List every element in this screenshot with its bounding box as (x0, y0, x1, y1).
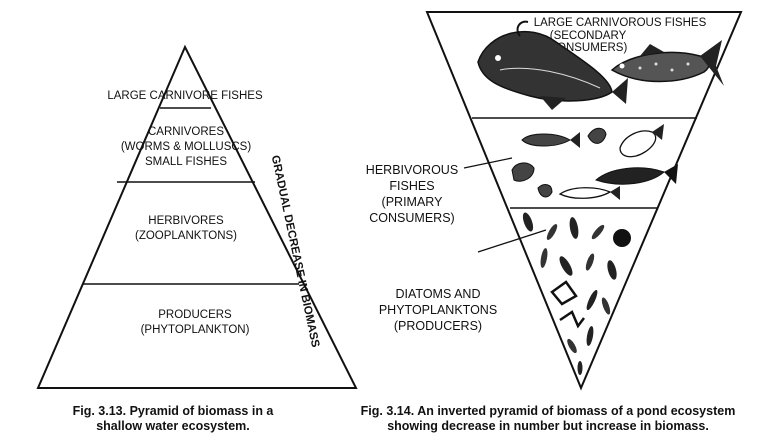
mid-band-label-2: FISHES (389, 179, 434, 193)
bottom-band-label-1: DIATOMS AND (396, 287, 481, 301)
fig2-caption-line1: Fig. 3.14. An inverted pyramid of biomas… (318, 404, 778, 419)
level-producers: PRODUCERS (158, 309, 232, 321)
mid-band-label-3: (PRIMARY (382, 195, 444, 209)
top-band-label: LARGE CARNIVOROUS FISHES (534, 17, 707, 29)
upright-pyramid: LARGE CARNIVORE FISHES CARNIVORES (WORMS… (38, 47, 356, 388)
top-band-sub-1: (SECONDARY (550, 30, 627, 42)
level-carnivores: CARNIVORES (148, 126, 224, 138)
fig1-caption-text1: Pyramid of biomass in a (130, 404, 274, 418)
level-herbivores-sub: (ZOOPLANKTONS) (135, 230, 237, 242)
level-small-fishes: SMALL FISHES (145, 156, 227, 168)
fig2-caption-number: Fig. 3.14. (361, 404, 415, 418)
fig2-caption-line2: showing decrease in number but increase … (318, 419, 778, 434)
level-herbivores: HERBIVORES (148, 215, 224, 227)
bottom-band-label-3: (PRODUCERS) (394, 319, 482, 333)
fig2-caption-text1: An inverted pyramid of biomass of a pond… (417, 404, 735, 418)
fig1-caption-number: Fig. 3.13. (73, 404, 127, 418)
level-large-carnivore: LARGE CARNIVORE FISHES (107, 90, 263, 102)
level-producers-sub: (PHYTOPLANKTON) (141, 324, 250, 336)
fig1-caption: Fig. 3.13. Pyramid of biomass in a shall… (18, 404, 328, 434)
inverted-pyramid: LARGE CARNIVOROUS FISHES (SECONDARY CONS… (366, 12, 741, 388)
bottom-band-label-2: PHYTOPLANKTONS (379, 303, 497, 317)
fig1-caption-line1: Fig. 3.13. Pyramid of biomass in a (18, 404, 328, 419)
fig2-caption: Fig. 3.14. An inverted pyramid of biomas… (318, 404, 778, 434)
mid-band-label-4: CONSUMERS) (369, 211, 454, 225)
level-carnivores-sub: (WORMS & MOLLUSCS) (121, 141, 252, 153)
mid-band-label-1: HERBIVOROUS (366, 163, 458, 177)
fig1-caption-line2: shallow water ecosystem. (18, 419, 328, 434)
